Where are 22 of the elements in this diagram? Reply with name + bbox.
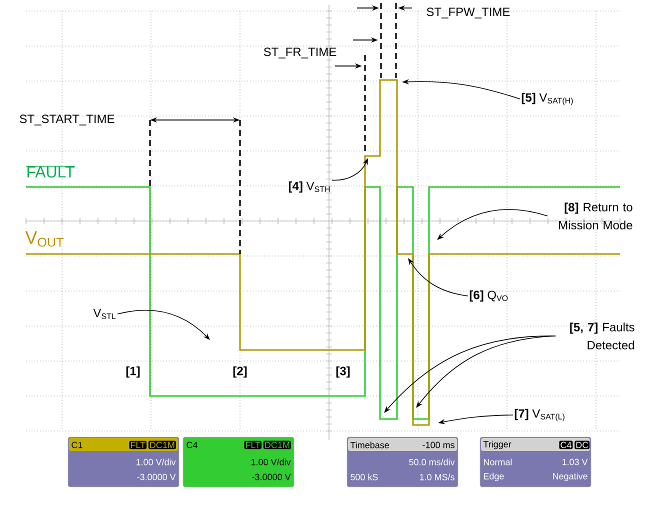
timing-label: ST_FPW_TIME — [426, 8, 510, 18]
signal-label: V$_{OUT}$ — [25, 231, 64, 247]
leader-line — [384, 336, 556, 413]
step-number: [2] — [233, 366, 247, 378]
annotation-text: [4] V$_{STH}$ — [288, 181, 330, 193]
annotation-text: [7] V$_{SAT(L)}$ — [514, 408, 564, 422]
signal-label: FAULT — [26, 166, 76, 178]
step-number: [1] — [126, 366, 140, 378]
timing-label: ST_FR_TIME — [264, 48, 336, 58]
step-number: [3] — [336, 366, 350, 378]
scope-panel: C1 FLT DC1M 1.00 V/div -3.0000 V — [68, 436, 180, 488]
leader-line — [437, 209, 548, 240]
annotation-text: [5, 7] Faults Detected — [570, 322, 634, 350]
annotation-text: [8] Return to Mission Mode — [559, 202, 632, 230]
scope-panel: Timebase -100 ms 50.0 ms/div 500 kS 1.0 MS/s — [346, 436, 458, 488]
leader-line — [117, 310, 210, 340]
scope-panel: C4 FLT DC1M 1.00 V/div -3.0000 V — [182, 436, 294, 488]
scope-panel: Trigger C4 DC Normal 1.03 V Edge Negative — [480, 436, 592, 488]
annotation-text: [5] V$_{SAT(H)}$ — [522, 92, 573, 106]
annotation-text: [6] Q$_{VO}$ — [470, 290, 508, 302]
timing-label: ST_START_TIME — [20, 114, 114, 126]
annotation-text: V$_{STL}$ — [93, 308, 116, 320]
